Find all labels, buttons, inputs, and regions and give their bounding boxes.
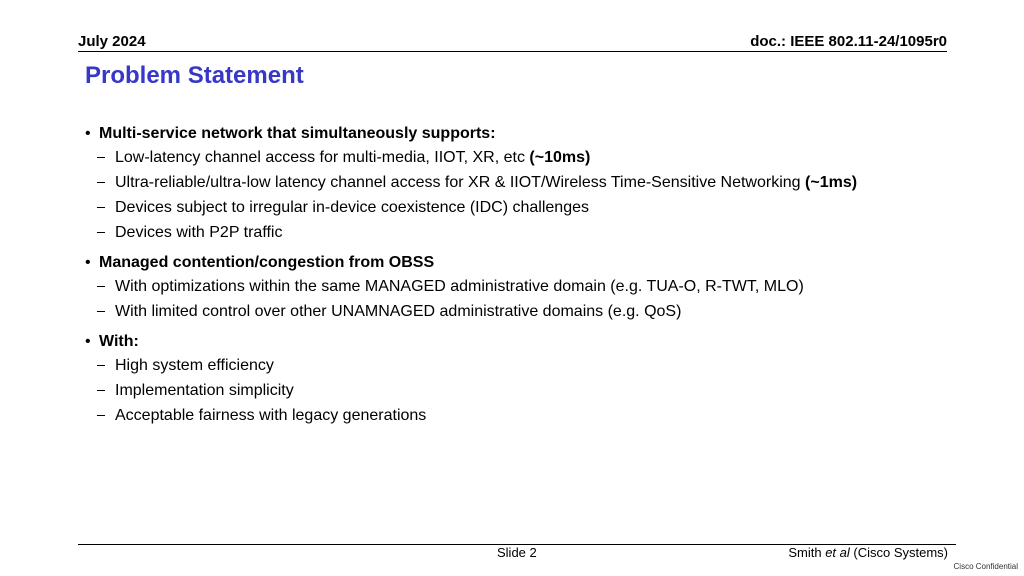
bullet-heading-text: Multi-service network that simultaneousl… <box>99 125 496 142</box>
footer-author: Smith et al (Cisco Systems) <box>788 545 948 560</box>
sub-item-text: Low-latency channel access for multi-med… <box>115 149 591 166</box>
sub-item: Ultra-reliable/ultra-low latency channel… <box>85 174 965 199</box>
bullet-heading-text: With: <box>99 333 139 350</box>
sub-item: With limited control over other UNAMNAGE… <box>85 303 965 328</box>
sub-item-text: With limited control over other UNAMNAGE… <box>115 303 682 320</box>
sub-item: Devices with P2P traffic <box>85 224 965 249</box>
section-with: • With: High system efficiency Implement… <box>85 333 965 432</box>
sub-item-emphasis: (~1ms) <box>805 174 858 191</box>
sub-item: With optimizations within the same MANAG… <box>85 278 965 303</box>
header-doc-id: doc.: IEEE 802.11-24/1095r0 <box>750 33 947 50</box>
sub-item: High system efficiency <box>85 357 965 382</box>
footer-divider <box>78 544 956 545</box>
bullet-heading: • With: <box>85 333 965 357</box>
bullet-dot-icon: • <box>85 254 91 271</box>
sub-item-text: Devices with P2P traffic <box>115 224 283 241</box>
section-multi-service: • Multi-service network that simultaneou… <box>85 125 965 249</box>
bullet-heading: • Managed contention/congestion from OBS… <box>85 254 965 278</box>
slide-content: • Multi-service network that simultaneou… <box>85 125 965 437</box>
bullet-dot-icon: • <box>85 333 91 350</box>
sub-item: Implementation simplicity <box>85 382 965 407</box>
sub-item-text: Devices subject to irregular in-device c… <box>115 199 589 216</box>
sub-item-text: Implementation simplicity <box>115 382 294 399</box>
slide-title: Problem Statement <box>85 62 304 89</box>
section-managed-contention: • Managed contention/congestion from OBS… <box>85 254 965 328</box>
bullet-dot-icon: • <box>85 125 91 142</box>
sub-item: Devices subject to irregular in-device c… <box>85 199 965 224</box>
bullet-heading: • Multi-service network that simultaneou… <box>85 125 965 149</box>
sub-item-text: High system efficiency <box>115 357 274 374</box>
sub-item-text: Ultra-reliable/ultra-low latency channel… <box>115 174 858 191</box>
footer-slide-number: Slide 2 <box>497 545 537 560</box>
sub-item: Low-latency channel access for multi-med… <box>85 149 965 174</box>
sub-item-emphasis: (~10ms) <box>529 149 591 166</box>
confidential-label: Cisco Confidential <box>953 562 1018 571</box>
header-date: July 2024 <box>78 33 146 50</box>
sub-item-text: With optimizations within the same MANAG… <box>115 278 804 295</box>
bullet-heading-text: Managed contention/congestion from OBSS <box>99 254 435 271</box>
header-divider <box>78 51 947 52</box>
sub-item: Acceptable fairness with legacy generati… <box>85 407 965 432</box>
sub-item-text: Acceptable fairness with legacy generati… <box>115 407 427 424</box>
